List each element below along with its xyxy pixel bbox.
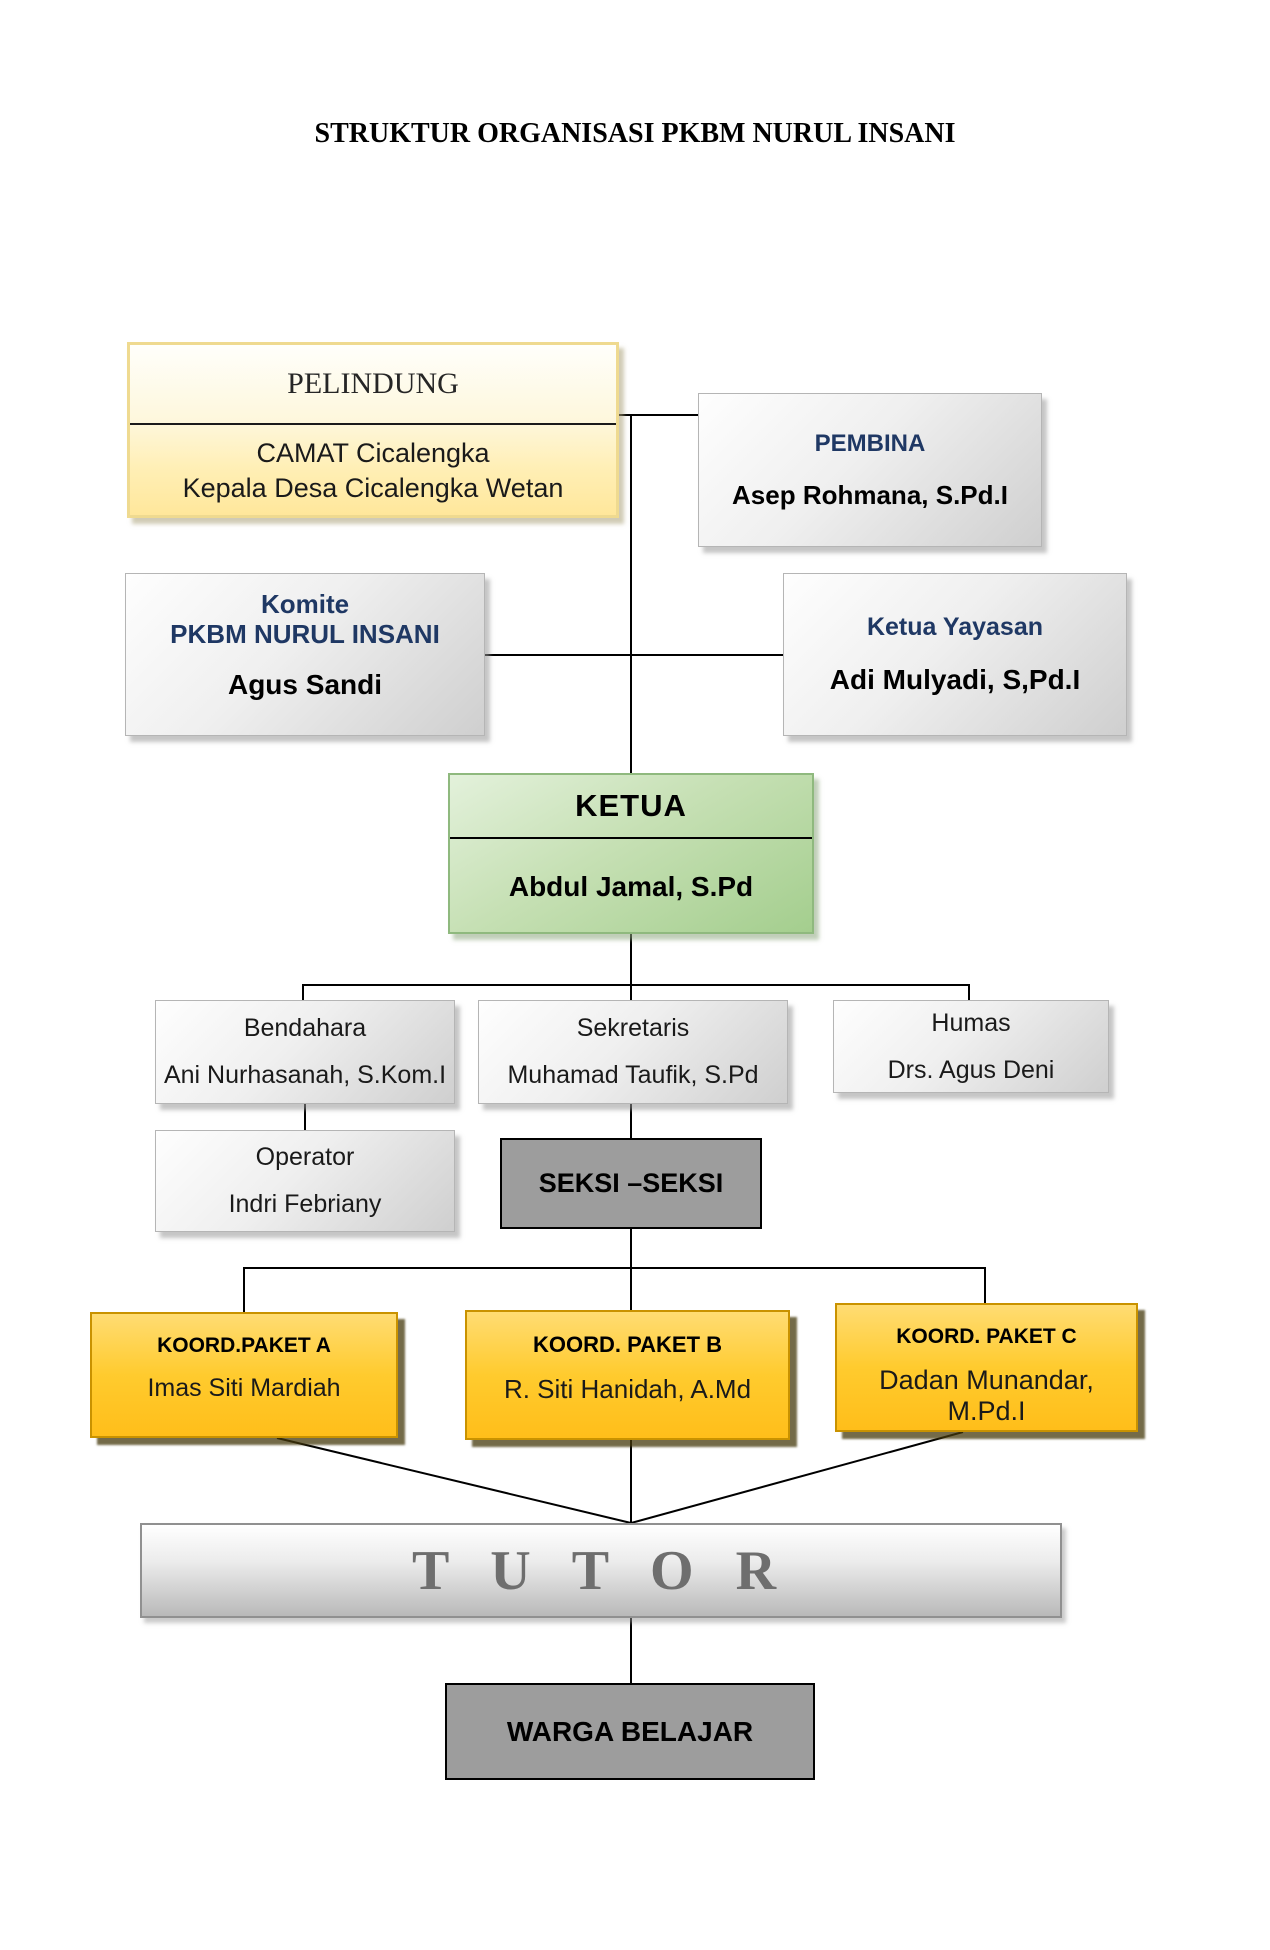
warga-belajar-title: WARGA BELAJAR: [506, 1715, 754, 1747]
connector-drop-bendahara: [302, 984, 304, 1000]
ketua-yayasan-title: Ketua Yayasan: [866, 613, 1044, 641]
connector-koord-horizontal: [243, 1267, 986, 1269]
komite-title-line1: Komite: [260, 588, 350, 619]
sekretaris-name: Muhamad Taufik, S.Pd: [507, 1061, 759, 1089]
humas-name: Drs. Agus Deni: [887, 1055, 1055, 1084]
pembina-name: Asep Rohmana, S.Pd.I: [732, 479, 1008, 510]
connector-sekretaris-seksi: [630, 1104, 632, 1138]
connector-komite-spine: [485, 654, 631, 656]
pembina-box: PEMBINA Asep Rohmana, S.Pd.I: [698, 393, 1042, 547]
koord-paket-c-box: KOORD. PAKET C Dadan Munandar, M.Pd.I: [835, 1303, 1138, 1432]
ketua-name: Abdul Jamal, S.Pd: [508, 870, 754, 902]
pelindung-title: PELINDUNG: [130, 345, 616, 425]
koord-paket-c-title: KOORD. PAKET C: [896, 1325, 1077, 1348]
tutor-title: T U T O R: [411, 1539, 791, 1602]
tutor-box: T U T O R: [140, 1523, 1062, 1618]
koord-paket-a-name: Imas Siti Mardiah: [147, 1374, 341, 1402]
converging-connectors-to-tutor: [276, 1431, 964, 1524]
page-title: STRUKTUR ORGANISASI PKBM NURUL INSANI: [314, 118, 956, 149]
humas-title: Humas: [931, 1008, 1011, 1037]
koord-paket-c-name: Dadan Munandar, M.Pd.I: [879, 1365, 1094, 1426]
sekretaris-title: Sekretaris: [576, 1014, 690, 1042]
bendahara-title: Bendahara: [243, 1014, 367, 1042]
komite-name: Agus Sandi: [227, 669, 382, 701]
connector-seksi-down: [630, 1229, 632, 1310]
connector-tutor-warga: [630, 1618, 632, 1683]
connector-bendahara-operator: [304, 1104, 306, 1130]
bendahara-box: Bendahara Ani Nurhasanah, S.Kom.I: [155, 1000, 455, 1104]
pelindung-name-line2: Kepala Desa Cicalengka Wetan: [182, 473, 564, 503]
connector-ketua-down: [630, 934, 632, 1000]
pelindung-name-line1: CAMAT Cicalengka: [256, 437, 490, 468]
warga-belajar-box: WARGA BELAJAR: [445, 1683, 815, 1780]
bendahara-name: Ani Nurhasanah, S.Kom.I: [163, 1061, 447, 1089]
ketua-title: KETUA: [450, 775, 812, 839]
connector-spine-vertical: [630, 414, 632, 773]
koord-paket-a-box: KOORD.PAKET A Imas Siti Mardiah: [90, 1312, 398, 1438]
pembina-title: PEMBINA: [814, 429, 926, 457]
seksi-title: SEKSI –SEKSI: [538, 1168, 724, 1198]
connector-drop-paket-a: [243, 1267, 245, 1312]
operator-box: Operator Indri Febriany: [155, 1130, 455, 1232]
sekretaris-box: Sekretaris Muhamad Taufik, S.Pd: [478, 1000, 788, 1104]
connector-spine-yayasan: [631, 654, 783, 656]
connector-pelindung-pembina: [617, 414, 700, 416]
seksi-box: SEKSI –SEKSI: [500, 1138, 762, 1229]
operator-name: Indri Febriany: [228, 1190, 382, 1218]
humas-box: Humas Drs. Agus Deni: [833, 1000, 1109, 1093]
komite-title-line2: PKBM NURUL INSANI: [170, 618, 440, 649]
connector-row2-horizontal: [302, 984, 970, 986]
koord-paket-a-title: KOORD.PAKET A: [157, 1334, 331, 1357]
komite-box: Komite PKBM NURUL INSANI Agus Sandi: [125, 573, 485, 736]
operator-title: Operator: [255, 1143, 355, 1171]
ketua-yayasan-name: Adi Mulyadi, S,Pd.I: [829, 664, 1081, 695]
connector-drop-humas: [968, 984, 970, 1000]
koord-paket-b-title: KOORD. PAKET B: [532, 1332, 723, 1357]
koord-paket-b-name: R. Siti Hanidah, A.Md: [503, 1374, 752, 1404]
pelindung-box: PELINDUNG CAMAT Cicalengka Kepala Desa C…: [127, 342, 619, 518]
connector-drop-paket-c: [984, 1267, 986, 1303]
ketua-yayasan-box: Ketua Yayasan Adi Mulyadi, S,Pd.I: [783, 573, 1127, 736]
ketua-box: KETUA Abdul Jamal, S.Pd: [448, 773, 814, 934]
koord-paket-b-box: KOORD. PAKET B R. Siti Hanidah, A.Md: [465, 1310, 790, 1440]
